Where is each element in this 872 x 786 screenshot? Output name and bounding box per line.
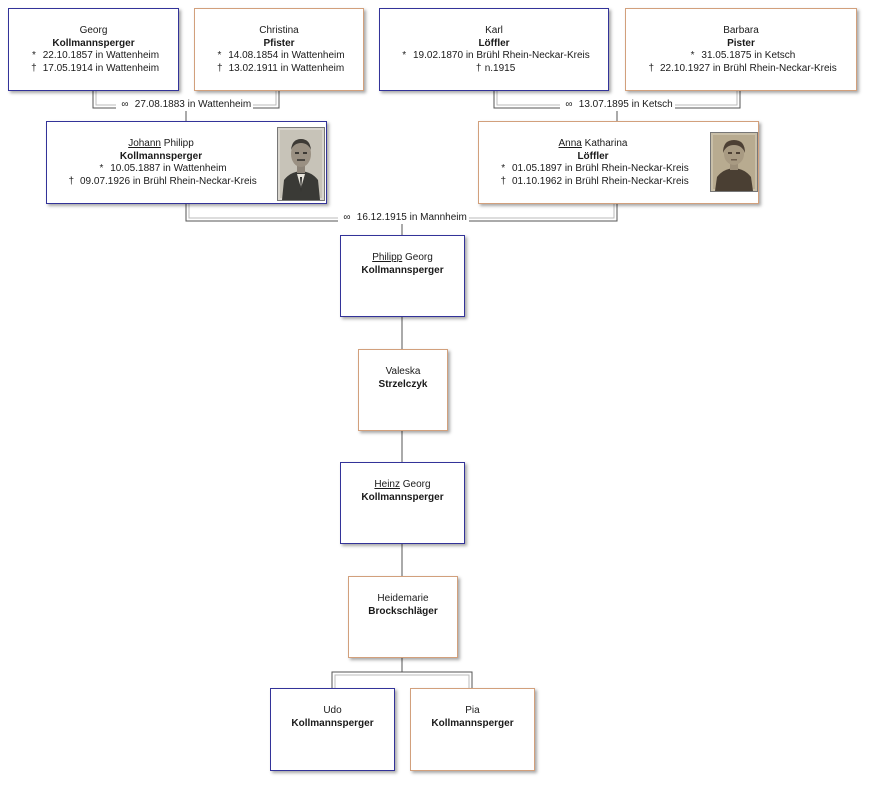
marriage-icon: ∞ <box>343 212 351 223</box>
given-name: Pia <box>465 705 480 716</box>
death-event: † 22.10.1927 in Brühl Rhein-Neckar-Kreis <box>626 63 856 76</box>
death-icon: † <box>68 175 74 187</box>
person-card-karl-loeffler[interactable]: Karl Löffler * 19.02.1870 in Brühl Rhein… <box>379 8 609 91</box>
person-card-heidemarie-brockschlaeger[interactable]: Heidemarie Brockschläger <box>348 576 458 658</box>
person-card-philipp-georg-kollmannsperger[interactable]: Philipp Georg Kollmannsperger <box>340 235 465 317</box>
person-card-barbara-pister[interactable]: Barbara Pister * 31.05.1875 in Ketsch † … <box>625 8 857 91</box>
birth-icon: * <box>99 163 104 174</box>
call-name: Johann <box>128 138 161 149</box>
birth-event: * 14.08.1854 in Wattenheim <box>195 50 363 63</box>
person-card-johann-philipp-kollmannsperger[interactable]: Johann Philipp Kollmannsperger * 10.05.1… <box>46 121 327 204</box>
birth-icon: * <box>501 163 506 174</box>
marriage-icon: ∞ <box>565 99 573 110</box>
marriage-label-karl-barbara: ∞ 13.07.1895 in Ketsch <box>560 99 675 111</box>
given-name: Georg <box>79 25 108 36</box>
connector-children <box>331 671 473 688</box>
call-name: Philipp <box>372 252 403 263</box>
marriage-label-georg-christina: ∞ 27.08.1883 in Wattenheim <box>116 99 254 111</box>
death-icon: † <box>217 62 223 74</box>
surname: Kollmannsperger <box>291 717 374 729</box>
birth-icon: * <box>217 50 222 61</box>
surname: Strzelczyk <box>378 378 428 390</box>
birth-event: * 01.05.1897 in Brühl Rhein-Neckar-Kreis <box>483 163 703 176</box>
call-name: Anna <box>558 138 582 149</box>
surname: Kollmannsperger <box>361 264 444 276</box>
birth-icon: * <box>690 50 695 61</box>
given-name: Heinz Georg <box>374 479 431 490</box>
portrait-photo <box>710 132 758 192</box>
marriage-label-johann-anna: ∞ 16.12.1915 in Mannheim <box>338 212 469 224</box>
surname: Brockschläger <box>368 605 438 617</box>
given-name: Anna Katharina <box>558 138 628 149</box>
given-name: Heidemarie <box>377 593 429 604</box>
death-event: † 17.05.1914 in Wattenheim <box>9 63 178 76</box>
birth-event: * 22.10.1857 in Wattenheim <box>9 50 178 63</box>
birth-icon: * <box>402 50 407 61</box>
given-name: Johann Philipp <box>128 138 194 149</box>
surname: Löffler <box>478 37 510 49</box>
person-card-christina-pfister[interactable]: Christina Pfister * 14.08.1854 in Watten… <box>194 8 364 91</box>
surname: Pister <box>727 37 755 49</box>
surname: Kollmannsperger <box>52 37 135 49</box>
given-name: Udo <box>323 705 342 716</box>
given-name: Christina <box>259 25 299 36</box>
portrait-photo <box>277 127 325 201</box>
given-name: Karl <box>485 25 503 36</box>
birth-event: * 31.05.1875 in Ketsch <box>626 50 856 63</box>
call-name: Heinz <box>374 479 400 490</box>
death-icon: † <box>648 62 654 74</box>
birth-event: * 19.02.1870 in Brühl Rhein-Neckar-Kreis <box>380 50 608 63</box>
given-name: Barbara <box>723 25 759 36</box>
surname: Löffler <box>577 150 609 162</box>
marriage-icon: ∞ <box>121 99 129 110</box>
given-name: Philipp Georg <box>372 252 433 263</box>
person-card-georg-kollmannsperger[interactable]: Georg Kollmannsperger * 22.10.1857 in Wa… <box>8 8 179 91</box>
death-event: † 01.10.1962 in Brühl Rhein-Neckar-Kreis <box>483 176 703 189</box>
birth-icon: * <box>31 50 36 61</box>
surname: Kollmannsperger <box>119 150 203 162</box>
person-card-udo-kollmannsperger[interactable]: Udo Kollmannsperger <box>270 688 395 771</box>
death-event: † 13.02.1911 in Wattenheim <box>195 63 363 76</box>
given-name: Valeska <box>385 366 421 377</box>
person-card-pia-kollmannsperger[interactable]: Pia Kollmannsperger <box>410 688 535 771</box>
death-icon: † <box>31 62 37 74</box>
surname: Kollmannsperger <box>431 717 514 729</box>
person-card-valeska-strzelczyk[interactable]: Valeska Strzelczyk <box>358 349 448 431</box>
death-event: † 09.07.1926 in Brühl Rhein-Neckar-Kreis <box>55 176 267 189</box>
surname: Pfister <box>263 37 295 49</box>
person-card-anna-katharina-loeffler[interactable]: Anna Katharina Löffler * 01.05.1897 in B… <box>478 121 759 204</box>
death-icon: † <box>475 62 482 74</box>
person-card-heinz-georg-kollmannsperger[interactable]: Heinz Georg Kollmannsperger <box>340 462 465 544</box>
death-event: †n.1915 <box>380 63 608 76</box>
surname: Kollmannsperger <box>361 491 444 503</box>
birth-event: * 10.05.1887 in Wattenheim <box>55 163 267 176</box>
death-icon: † <box>500 175 506 187</box>
